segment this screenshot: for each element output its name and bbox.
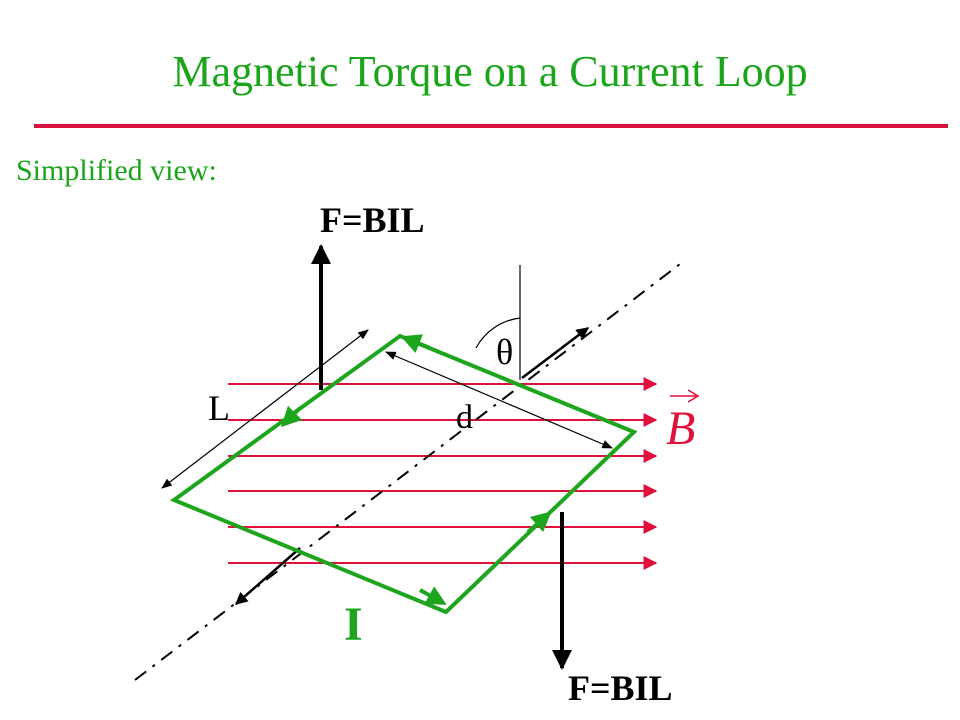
loop-current-arrow	[526, 511, 552, 534]
loop-current-arrow	[419, 586, 447, 605]
field-label: B	[666, 402, 695, 455]
slide-subtitle: Simplified view:	[16, 154, 217, 187]
length-dimension-arrow	[161, 329, 369, 489]
title-divider	[34, 124, 948, 128]
slide-title: Magnetic Torque on a Current Loop	[172, 47, 808, 96]
distance-label: d	[456, 399, 473, 436]
force-label-top: F=BIL	[320, 200, 425, 240]
axis-arrow-lower	[235, 547, 301, 605]
field-vector-arrowhead-icon	[687, 389, 700, 403]
axis-arrow-upper	[521, 327, 589, 379]
loop-current-arrow	[400, 334, 431, 353]
current-label: I	[344, 598, 363, 651]
distance-dimension-arrow	[385, 351, 613, 449]
angle-arc	[475, 317, 521, 349]
force-label-bottom: F=BIL	[568, 668, 673, 708]
length-label: L	[208, 388, 230, 428]
angle-label: θ	[496, 332, 513, 372]
rotation-axis	[134, 263, 681, 681]
